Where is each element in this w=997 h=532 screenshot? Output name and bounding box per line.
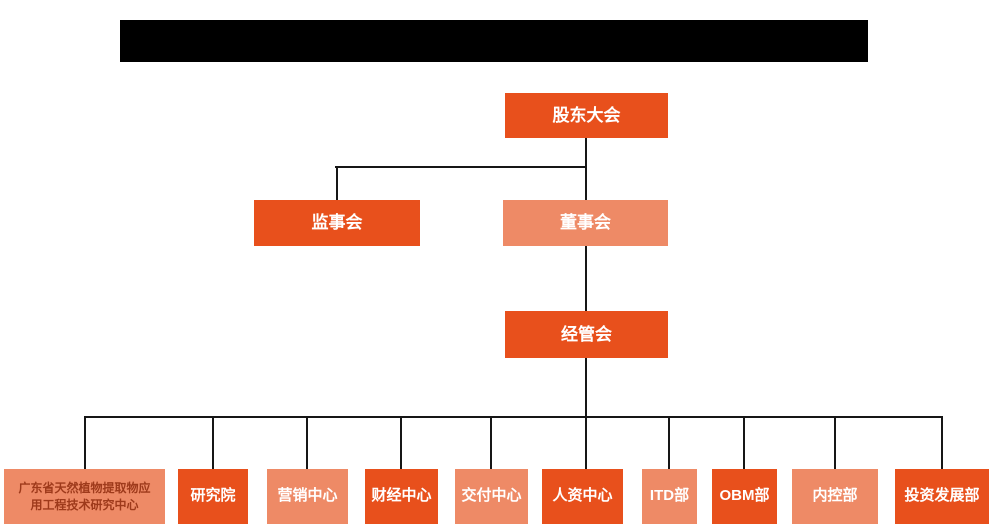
connector-line (668, 416, 670, 469)
dept-marketing-center: 营销中心 (267, 469, 348, 524)
connector-line (834, 416, 836, 469)
dept-itd: ITD部 (642, 469, 697, 524)
connector-line (585, 246, 587, 311)
dept-hr-center: 人资中心 (542, 469, 623, 524)
node-supervisory-board: 监事会 (254, 200, 420, 246)
node-shareholders-meeting: 股东大会 (505, 93, 668, 138)
dept-investment-development: 投资发展部 (895, 469, 989, 524)
connector-line (212, 416, 214, 469)
connector-line (336, 166, 338, 200)
connector-line (490, 416, 492, 469)
connector-line (84, 416, 86, 469)
connector-line (84, 416, 943, 418)
dept-obm: OBM部 (712, 469, 777, 524)
dept-finance-center: 财经中心 (365, 469, 438, 524)
connector-line (585, 358, 587, 418)
connector-line (941, 416, 943, 469)
connector-line (585, 416, 587, 469)
dept-delivery-center: 交付中心 (455, 469, 528, 524)
redacted-title-bar (120, 20, 868, 62)
connector-line (306, 416, 308, 469)
dept-research-center: 广东省天然植物提取物应用工程技术研究中心 (4, 469, 165, 524)
connector-line (400, 416, 402, 469)
connector-line (335, 166, 587, 168)
connector-line (743, 416, 745, 469)
node-management-committee: 经管会 (505, 311, 668, 358)
connector-line (585, 138, 587, 200)
dept-research-institute: 研究院 (178, 469, 248, 524)
node-board-of-directors: 董事会 (503, 200, 668, 246)
dept-internal-control: 内控部 (792, 469, 878, 524)
